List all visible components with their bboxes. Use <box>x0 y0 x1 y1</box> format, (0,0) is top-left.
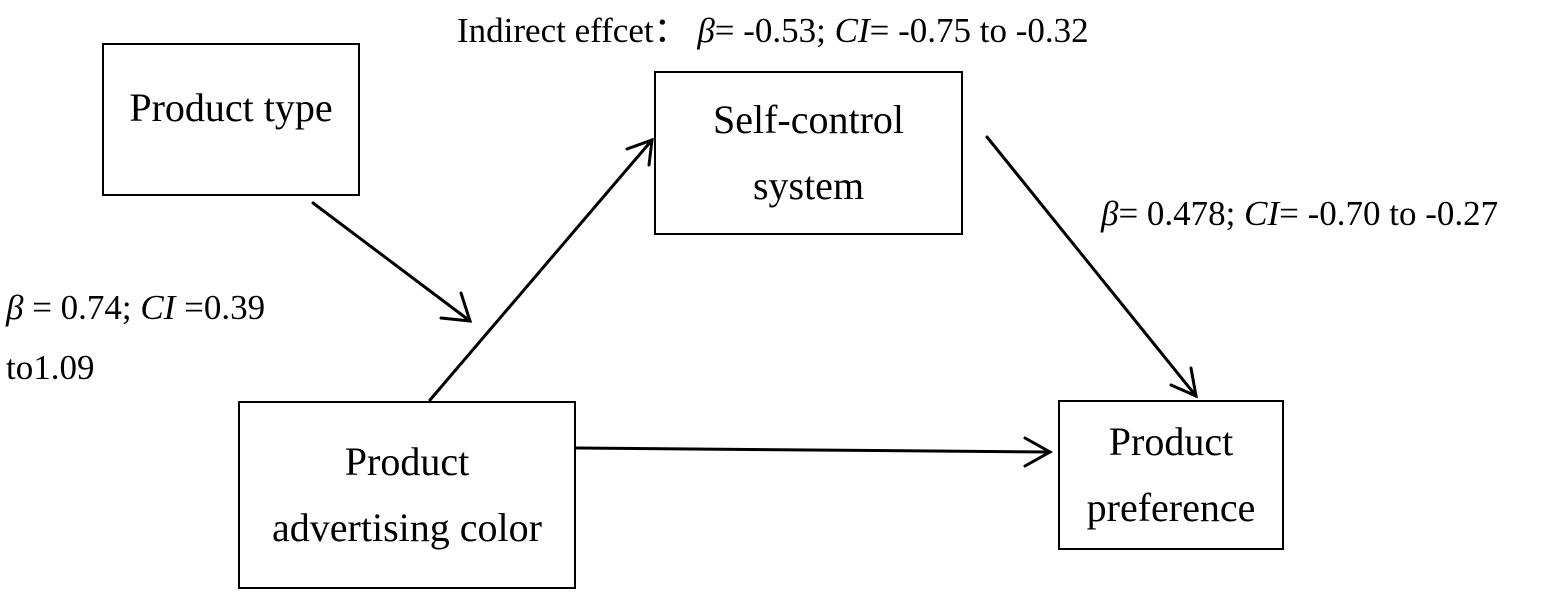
moderation-ci-symbol: CI <box>140 288 176 327</box>
advertising-color-label-line1: Product <box>344 439 470 484</box>
path-b-beta-symbol: β <box>1101 194 1119 233</box>
indirect-beta-symbol: β <box>697 11 715 50</box>
indirect-ci-value: = -0.75 to -0.32 <box>869 11 1089 50</box>
path-b-ci-value: = -0.70 to -0.27 <box>1279 194 1499 233</box>
path-a-arrow <box>428 138 654 402</box>
self-control-label-line2: system <box>752 163 865 208</box>
direct-path-arrowhead <box>1023 436 1054 468</box>
preference-box: Product preference <box>1058 400 1284 550</box>
moderation-ci-value: =0.39 <box>184 288 266 327</box>
preference-label-line1: Product <box>1108 419 1234 464</box>
path-b-label: β= 0.478; CI= -0.70 to -0.27 <box>1101 194 1498 234</box>
path-b-ci-symbol: CI <box>1244 194 1280 233</box>
self-control-label-line1: Self-control <box>712 97 905 142</box>
advertising-color-box: Product advertising color <box>238 401 576 589</box>
self-control-box: Self-control system <box>654 71 963 235</box>
indirect-beta-value: = -0.53; <box>714 11 826 50</box>
indirect-effect-label: Indirect effcet： β= -0.53; CI= -0.75 to … <box>457 2 1089 53</box>
moderation-arrow <box>311 201 472 323</box>
path-b-arrowhead <box>1169 366 1198 399</box>
moderation-beta-symbol: β <box>6 288 24 327</box>
path-b-beta-value: = 0.478; <box>1118 194 1236 233</box>
preference-label-line2: preference <box>1086 485 1256 530</box>
moderation-arrowhead <box>439 291 473 323</box>
product-type-label: Product type <box>129 85 333 130</box>
path-a-arrowhead <box>625 137 654 167</box>
direct-path-arrow <box>575 446 1052 454</box>
advertising-color-label-line2: advertising color <box>272 505 542 550</box>
moderation-label: β = 0.74; CI =0.39 to1.09 <box>6 278 265 398</box>
path-b-arrow <box>985 135 1198 398</box>
indirect-effect-prefix: Indirect effcet： <box>457 11 689 50</box>
moderation-ci-continuation: to1.09 <box>6 348 95 387</box>
product-type-box: Product type <box>102 43 360 196</box>
indirect-ci-symbol: CI <box>834 11 870 50</box>
moderation-beta-value: = 0.74; <box>32 288 132 327</box>
